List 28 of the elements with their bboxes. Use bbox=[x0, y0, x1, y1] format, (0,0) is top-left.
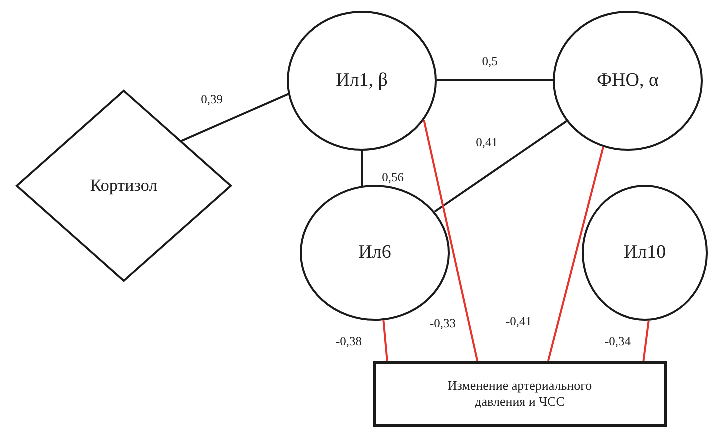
node-label: Изменение артериального давления и ЧСС bbox=[446, 378, 594, 410]
correlation-line bbox=[642, 320, 650, 362]
node-label: Кортизол bbox=[90, 176, 158, 196]
edge-label: -0,41 bbox=[504, 314, 534, 330]
edge-label: 0,5 bbox=[481, 54, 499, 70]
correlation-line bbox=[547, 146, 604, 362]
cytokine-circle bbox=[300, 185, 450, 321]
edge-label: -0,34 bbox=[604, 334, 632, 350]
cytokine-circle bbox=[287, 11, 437, 151]
correlation-line bbox=[434, 120, 568, 213]
node-label: Ил1, β bbox=[336, 70, 388, 92]
node-label: Ил6 bbox=[358, 242, 392, 264]
node-label: Ил10 bbox=[624, 242, 666, 264]
correlation-line bbox=[423, 120, 479, 362]
edge-label: 0,56 bbox=[381, 170, 405, 186]
node-label: ФНО, α bbox=[597, 70, 659, 92]
hormone-diamond bbox=[16, 90, 232, 282]
edge-label: 0,39 bbox=[200, 92, 224, 108]
outcome-box bbox=[373, 361, 667, 427]
correlation-line bbox=[437, 79, 553, 81]
correlation-line bbox=[361, 151, 363, 186]
cytokine-circle bbox=[553, 11, 703, 151]
correlation-line bbox=[382, 320, 388, 362]
cytokine-circle bbox=[582, 185, 708, 321]
edge-label: -0,38 bbox=[334, 334, 364, 350]
correlation-line bbox=[181, 93, 289, 142]
edge-label: -0,33 bbox=[428, 316, 458, 332]
edge-label: 0,41 bbox=[475, 136, 499, 150]
